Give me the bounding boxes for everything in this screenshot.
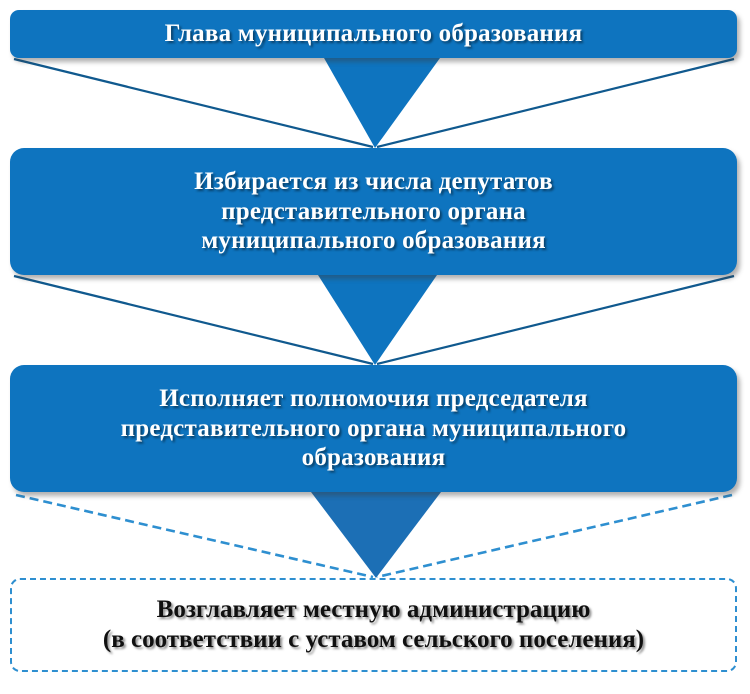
funnel-line-left-dashed bbox=[15, 493, 374, 579]
arrow-head-triangle bbox=[324, 58, 440, 148]
connector-head-to-elected bbox=[13, 57, 735, 149]
node-heads-local-administration: Возглавляет местную администрацию(в соот… bbox=[10, 578, 737, 672]
connector-chair-to-admin bbox=[15, 492, 733, 579]
connector-elected-to-chair bbox=[13, 274, 735, 366]
arrow-head-triangle bbox=[311, 492, 441, 578]
funnel-line-left bbox=[13, 274, 374, 366]
node-head-of-municipality: Глава муниципального образования bbox=[10, 10, 737, 58]
funnel-line-right bbox=[376, 57, 735, 149]
node-head-of-municipality-label: Глава муниципального образования bbox=[164, 20, 583, 48]
funnel-line-left bbox=[13, 57, 374, 149]
funnel-line-right-dashed bbox=[376, 493, 733, 579]
arrow-head-triangle bbox=[318, 275, 437, 365]
node-heads-local-administration-label: Возглавляет местную администрацию(в соот… bbox=[102, 595, 645, 654]
funnel-line-right bbox=[376, 274, 735, 366]
